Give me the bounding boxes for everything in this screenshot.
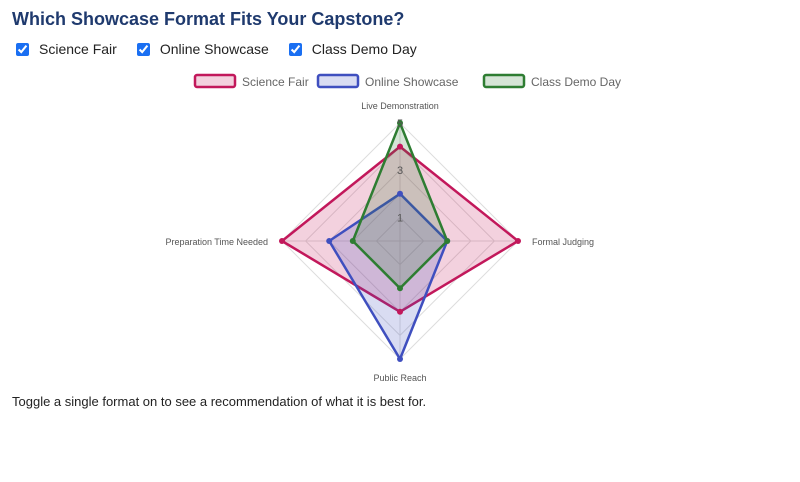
series-class-demo-day-point bbox=[444, 238, 451, 244]
radar-tick-labels: 1 3 5 bbox=[397, 118, 403, 224]
toggle-online-showcase[interactable]: Online Showcase bbox=[135, 41, 269, 57]
series-science-fair-point bbox=[515, 238, 521, 244]
legend-label-class-demo-day: Class Demo Day bbox=[531, 75, 621, 89]
toggle-class-demo-day[interactable]: Class Demo Day bbox=[287, 41, 417, 57]
axis-label-live-demonstration: Live Demonstration bbox=[361, 101, 439, 111]
recommendation-hint: Toggle a single format on to see a recom… bbox=[12, 394, 427, 409]
legend-swatch-science-fair bbox=[193, 73, 237, 89]
page-title: Which Showcase Format Fits Your Capstone… bbox=[12, 9, 405, 29]
legend-label-online-showcase: Online Showcase bbox=[365, 75, 459, 89]
axis-label-formal-judging: Formal Judging bbox=[532, 237, 594, 247]
format-toggles: Science Fair Online Showcase Class Demo … bbox=[14, 39, 435, 59]
science-fair-checkbox[interactable] bbox=[16, 42, 29, 56]
axis-label-preparation-time-needed: Preparation Time Needed bbox=[165, 237, 268, 247]
series-science-fair-point bbox=[397, 143, 403, 150]
chart-legend: Science Fair Online Showcase Class Demo Da… bbox=[193, 73, 621, 89]
series-class-demo-day-point bbox=[397, 285, 403, 292]
toggle-science-fair[interactable]: Science Fair bbox=[14, 41, 117, 57]
series-science-fair-point bbox=[279, 238, 285, 244]
radar-tick-label: 5 bbox=[397, 118, 403, 130]
radar-chart: Science Fair Online Showcase Class Demo Da… bbox=[165, 73, 621, 383]
science-fair-toggle-label: Science Fair bbox=[39, 41, 117, 57]
series-online-showcase-point bbox=[397, 356, 403, 362]
online-showcase-toggle-label: Online Showcase bbox=[159, 41, 269, 57]
class-demo-day-toggle-label: Class Demo Day bbox=[311, 41, 417, 57]
class-demo-day-checkbox[interactable] bbox=[288, 42, 302, 56]
online-showcase-checkbox[interactable] bbox=[136, 42, 150, 56]
axis-label-public-reach: Public Reach bbox=[373, 373, 426, 383]
legend-label-science-fair: Science Fair bbox=[242, 75, 309, 89]
legend-swatch-class-demo-day bbox=[482, 73, 526, 89]
radar-tick-label: 1 bbox=[397, 212, 403, 224]
series-science-fair-point bbox=[397, 308, 403, 315]
radar-tick-label: 3 bbox=[397, 165, 403, 177]
series-class-demo-day-point bbox=[397, 120, 403, 126]
radar-series bbox=[279, 120, 521, 362]
series-online-showcase-point bbox=[397, 190, 403, 197]
legend-swatch-online-showcase bbox=[316, 73, 360, 89]
series-class-demo-day-point bbox=[349, 238, 356, 244]
series-online-showcase-point bbox=[326, 238, 333, 244]
